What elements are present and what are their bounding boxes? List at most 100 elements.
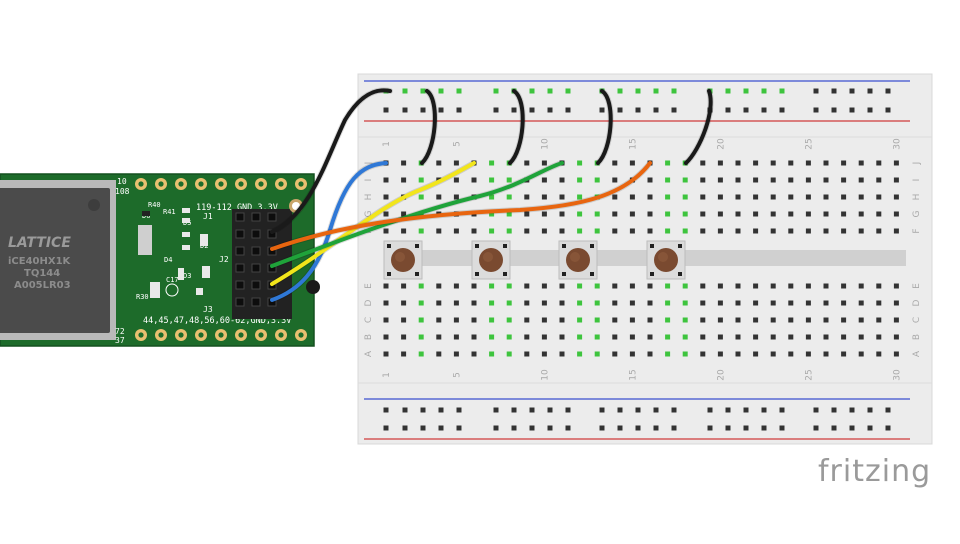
green-wire <box>270 161 564 268</box>
column-number: 30 <box>892 369 902 381</box>
breadboard-hole <box>788 160 794 166</box>
breadboard-hole <box>629 300 635 306</box>
column-number: 25 <box>804 138 814 149</box>
breadboard-hole <box>383 300 389 306</box>
breadboard-hole <box>770 194 776 200</box>
breadboard-hole <box>489 351 495 357</box>
breadboard-hole <box>858 300 864 306</box>
breadboard-hole <box>717 211 723 217</box>
breadboard-hole <box>823 211 829 217</box>
rail-hole <box>761 425 767 431</box>
breadboard-hole <box>401 317 407 323</box>
breadboard-hole <box>717 300 723 306</box>
breadboard-hole <box>559 300 565 306</box>
breadboard-hole <box>665 317 671 323</box>
rail-hole <box>529 425 535 431</box>
breadboard-hole <box>594 317 600 323</box>
blue-wire <box>270 161 388 302</box>
breadboard-hole <box>506 334 512 340</box>
column-number: 1 <box>382 141 392 147</box>
center-channel <box>384 250 906 266</box>
breadboard-hole <box>893 194 899 200</box>
row-letter: D <box>912 299 922 306</box>
rail-hole <box>599 107 605 113</box>
breadboard-hole <box>559 228 565 234</box>
column-number: 30 <box>892 138 902 150</box>
breadboard-hole <box>453 228 459 234</box>
breadboard-hole <box>876 194 882 200</box>
breadboard-hole <box>401 351 407 357</box>
breadboard-hole <box>893 317 899 323</box>
breadboard-hole <box>770 317 776 323</box>
breadboard-hole <box>788 177 794 183</box>
breadboard-hole <box>577 283 583 289</box>
rail-hole <box>438 425 444 431</box>
rail-hole <box>456 425 462 431</box>
rail-hole <box>635 407 641 413</box>
breadboard-hole <box>471 177 477 183</box>
button-3[interactable] <box>558 240 598 280</box>
breadboard-hole <box>665 194 671 200</box>
breadboard-hole <box>893 300 899 306</box>
breadboard-hole <box>559 177 565 183</box>
breadboard-hole <box>717 194 723 200</box>
breadboard-hole <box>418 351 424 357</box>
column-number: 25 <box>804 369 814 380</box>
label-108: 108 <box>115 187 130 196</box>
rail-hole <box>671 107 677 113</box>
breadboard-hole <box>753 177 759 183</box>
rail-hole <box>885 407 891 413</box>
rail-hole <box>761 407 767 413</box>
breadboard-hole <box>665 351 671 357</box>
breadboard-hole <box>401 177 407 183</box>
rail-hole <box>725 407 731 413</box>
row-letter: D <box>364 299 374 306</box>
breadboard-hole <box>876 283 882 289</box>
breadboard-hole <box>524 351 530 357</box>
rail-hole <box>743 88 749 94</box>
breadboard-hole <box>753 351 759 357</box>
breadboard-hole <box>383 211 389 217</box>
breadboard-hole <box>541 351 547 357</box>
row-letter: H <box>912 194 922 201</box>
breadboard-hole <box>401 283 407 289</box>
breadboard-hole <box>893 160 899 166</box>
breadboard-hole <box>541 283 547 289</box>
breadboard-hole <box>629 283 635 289</box>
push-buttons <box>383 240 686 280</box>
breadboard-hole <box>805 228 811 234</box>
button-4[interactable] <box>646 240 686 280</box>
breadboard-hole <box>823 228 829 234</box>
rail-hole <box>885 88 891 94</box>
label-j2: J2 <box>219 255 229 264</box>
breadboard-hole <box>682 211 688 217</box>
breadboard-hole <box>823 334 829 340</box>
breadboard-hole <box>647 300 653 306</box>
rail-hole <box>547 88 553 94</box>
orange-wire <box>270 161 652 251</box>
button-2[interactable] <box>471 240 511 280</box>
breadboard-hole <box>594 334 600 340</box>
row-letter: E <box>364 283 374 289</box>
breadboard-hole <box>841 300 847 306</box>
breadboard-hole <box>383 334 389 340</box>
breadboard-hole <box>770 283 776 289</box>
breadboard-hole <box>541 211 547 217</box>
label-r40: R40 <box>148 201 161 209</box>
button-1[interactable] <box>383 240 423 280</box>
rail-hole <box>565 407 571 413</box>
label-10: 10 <box>117 177 127 186</box>
breadboard-hole <box>489 177 495 183</box>
breadboard-hole <box>401 160 407 166</box>
rail-hole <box>885 425 891 431</box>
breadboard-hole <box>753 300 759 306</box>
label-pins-bottom: 44,45,47,48,56,60-62,GND,3.3V <box>143 316 291 326</box>
breadboard-hole <box>876 160 882 166</box>
rail-hole <box>725 88 731 94</box>
breadboard-hole <box>823 283 829 289</box>
breadboard-hole <box>524 160 530 166</box>
breadboard-hole <box>665 334 671 340</box>
breadboard-hole <box>805 160 811 166</box>
breadboard-hole <box>682 194 688 200</box>
column-number: 1 <box>382 372 392 378</box>
